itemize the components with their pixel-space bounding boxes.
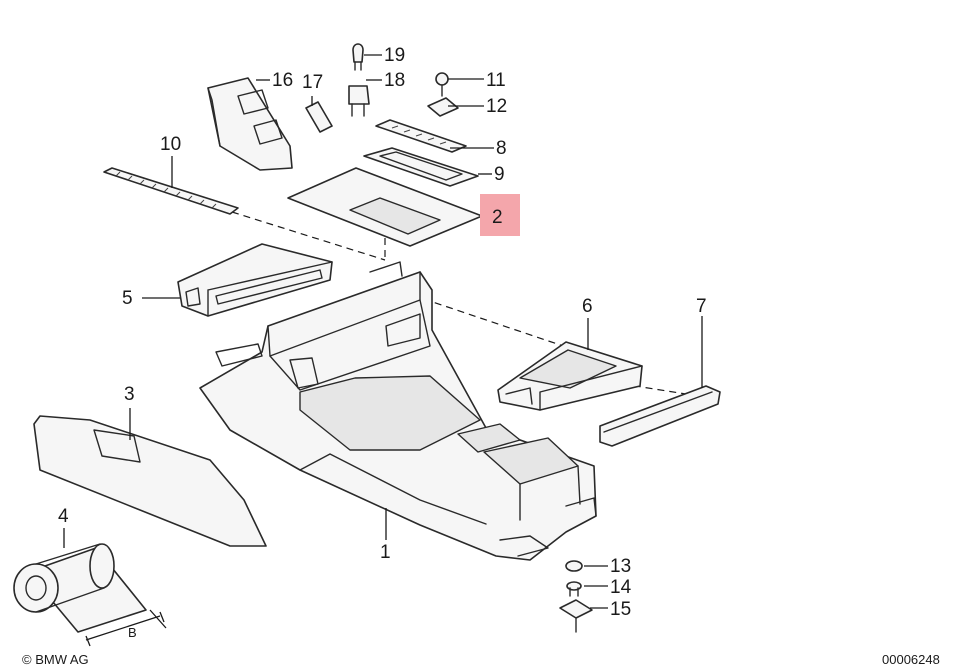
callout-18: 18: [384, 70, 405, 91]
part-14-screw: [566, 581, 582, 597]
callout-19: 19: [384, 45, 405, 66]
callout-11: 11: [486, 70, 506, 91]
part-7-trim-bar: [599, 385, 721, 447]
callout-14: 14: [610, 577, 632, 598]
part-15-nut-plate: [559, 599, 593, 633]
part-12-clip-nut: [427, 97, 459, 117]
part-17-switch: [305, 101, 333, 133]
part-11-screw: [435, 72, 449, 97]
part-16-bracket: [207, 77, 293, 171]
callout-2: 2: [492, 207, 503, 228]
callout-12: 12: [486, 96, 507, 117]
callout-7: 7: [696, 296, 707, 317]
callout-15: 15: [610, 599, 631, 620]
callout-16: 16: [272, 70, 293, 91]
dimension-b-label: B: [128, 625, 137, 640]
part-9-trim-frame: [363, 147, 479, 187]
callout-8: 8: [496, 138, 507, 159]
part-13-cap: [565, 560, 583, 572]
copyright-text: © BMW AG: [22, 652, 89, 667]
callout-10: 10: [160, 134, 181, 155]
callout-17: 17: [302, 72, 323, 93]
callouts: 1 2 3 4 5 6 7 8 9 10 11 12 13 14 15 16 1…: [58, 45, 707, 620]
callout-1: 1: [380, 542, 391, 563]
part-3-side-panel: [33, 415, 267, 547]
part-10-grille-strip: [103, 167, 239, 215]
part-8-strip: [375, 119, 467, 153]
part-1-center-console: [199, 261, 597, 561]
part-4-insulation-roll: [13, 543, 147, 633]
part-18-bulb-holder: [348, 85, 370, 117]
callout-4: 4: [58, 506, 69, 527]
dimension-b: B: [85, 609, 167, 647]
callout-5: 5: [122, 288, 133, 309]
callout-6: 6: [582, 296, 593, 317]
drawing-number: 00006248: [882, 652, 940, 667]
callout-3: 3: [124, 384, 135, 405]
callout-9: 9: [494, 164, 505, 185]
callout-13: 13: [610, 556, 631, 577]
part-6-insert-tray: [497, 341, 643, 411]
part-5-housing: [177, 243, 333, 317]
part-19-bulb: [352, 43, 364, 71]
callout-2-highlight: [480, 194, 520, 236]
